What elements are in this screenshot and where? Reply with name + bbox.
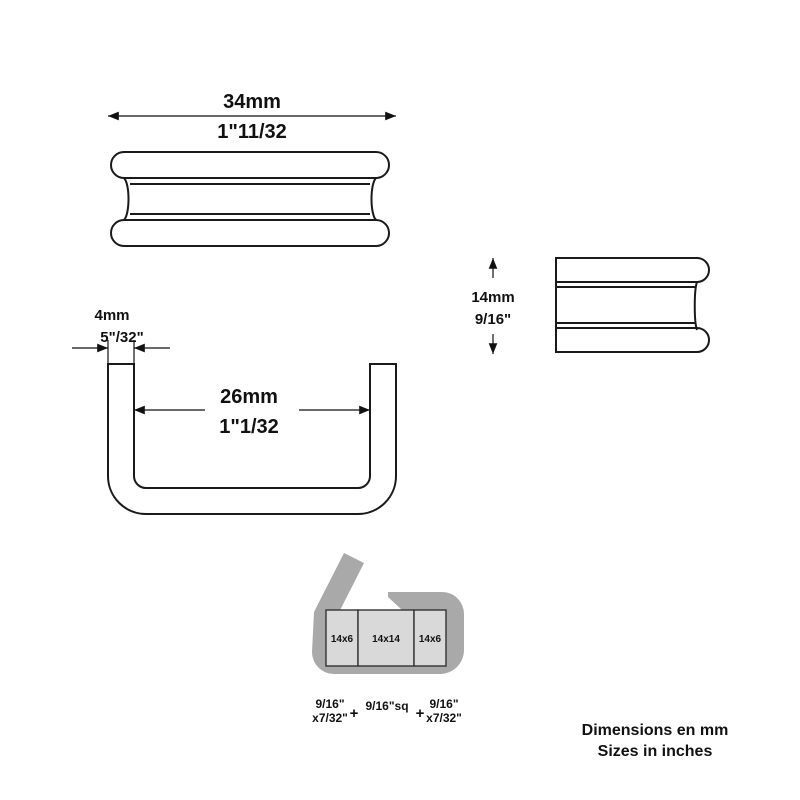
side-view: 14mm 9/16" xyxy=(471,257,710,354)
bar-inch-label: 5"/32" xyxy=(100,329,143,346)
cross-section: 14x6 14x14 14x6 9/16" x7/32" + 9/16"sq +… xyxy=(312,553,464,725)
right-size-line2: x7/32" xyxy=(426,711,462,725)
legend: Dimensions en mm Sizes in inches xyxy=(582,722,729,760)
plus-sign-2: + xyxy=(416,705,425,722)
height-inch-label: 9/16" xyxy=(475,311,511,328)
right-size-line1: 9/16" xyxy=(429,697,458,711)
legend-line-1: Dimensions en mm xyxy=(582,722,729,739)
left-size-line2: x7/32" xyxy=(312,711,348,725)
left-block-label: 14x6 xyxy=(331,634,354,645)
u-bracket-outline xyxy=(107,363,397,515)
width-inch-label: 1"11/32 xyxy=(217,121,287,143)
section-gray-band xyxy=(312,553,464,674)
center-block xyxy=(357,609,415,667)
legend-line-2: Sizes in inches xyxy=(598,743,713,760)
plus-sign-1: + xyxy=(350,705,359,722)
u-view: 4mm 5"/32" 26mm 1"1/32 xyxy=(72,307,397,515)
inner-inch-label: 1"1/32 xyxy=(219,416,279,438)
right-block-label: 14x6 xyxy=(419,634,442,645)
side-view-outline xyxy=(555,257,710,353)
inner-mm-label: 26mm xyxy=(220,386,278,408)
bar-mm-label: 4mm xyxy=(94,307,129,324)
left-block xyxy=(325,609,359,667)
top-view-outline xyxy=(110,151,390,247)
width-mm-label: 34mm xyxy=(223,91,281,113)
center-size: 9/16"sq xyxy=(365,699,408,713)
top-view: 34mm 1"11/32 xyxy=(108,91,396,247)
height-mm-label: 14mm xyxy=(471,289,514,306)
right-block xyxy=(413,609,447,667)
center-block-label: 14x14 xyxy=(372,634,400,645)
left-size-line1: 9/16" xyxy=(315,697,344,711)
